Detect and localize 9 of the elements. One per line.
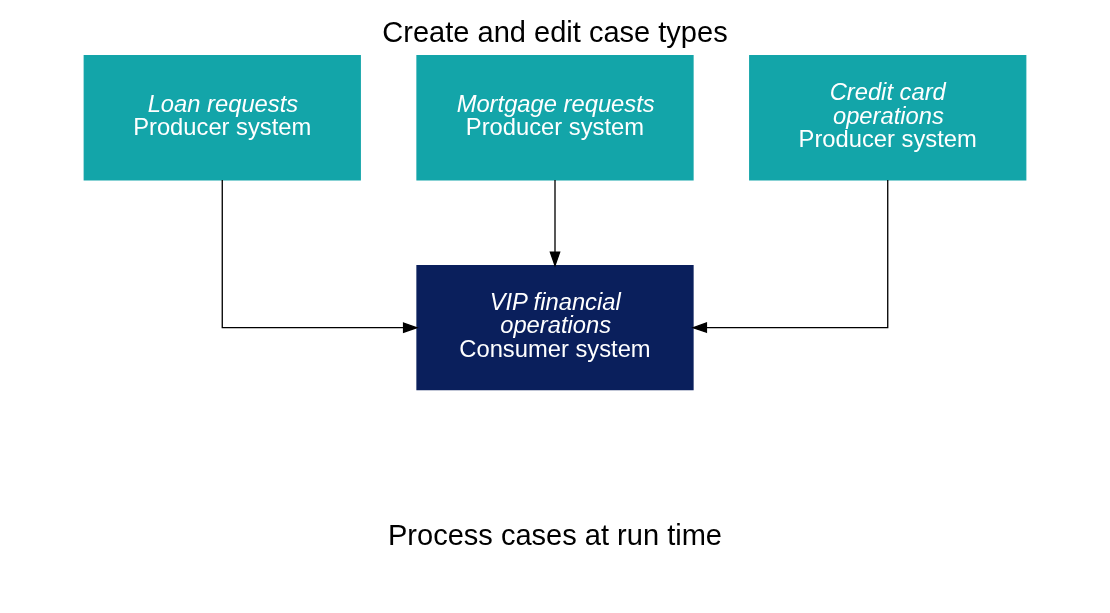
arrow [221,179,419,334]
node-box: VIP financial operations Consumer system [416,264,694,391]
node-box: Credit card operations Producer system [749,54,1027,181]
label: Process cases at run time [388,518,722,551]
arrow [549,179,561,268]
node-box: Loan requests Producer system [83,54,361,181]
arrow [691,179,889,334]
node-box: Mortgage requests Producer system [416,54,694,181]
diagram-title: Create and edit case types [382,15,728,48]
